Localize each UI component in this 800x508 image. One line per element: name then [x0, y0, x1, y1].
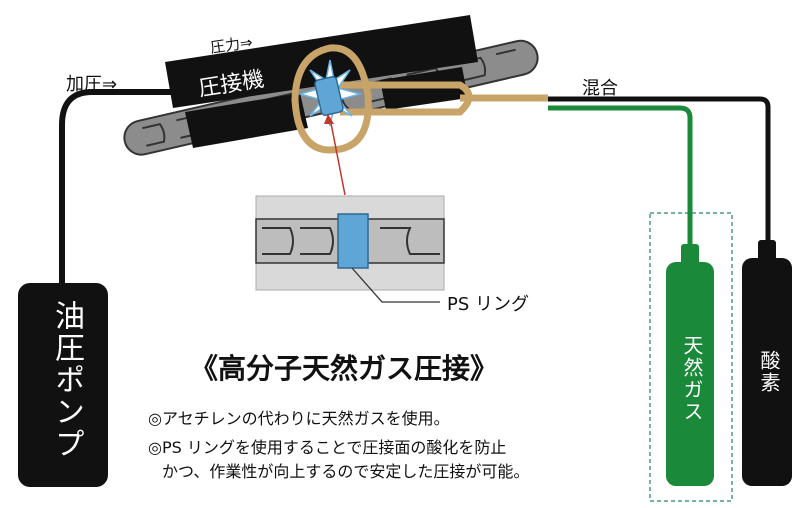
flame-burst — [297, 59, 363, 127]
ps-ring-label: PS リング — [447, 294, 530, 315]
detail-pointer — [329, 117, 346, 196]
note-2: ◎PS リングを使用することで圧接面の酸化を防止 — [148, 438, 507, 457]
natural-gas-cylinder — [666, 262, 714, 486]
gas-hose — [548, 105, 693, 250]
hydraulic-pump-body — [18, 283, 108, 487]
hydraulic-pump-label: 油圧ポンプ — [49, 300, 84, 460]
oxygen-label: 酸素 — [757, 350, 781, 394]
mix-label: 混合 — [582, 78, 618, 99]
pump-hose — [59, 89, 185, 285]
oxygen-cylinder — [742, 258, 792, 486]
oxygen-hose — [548, 96, 771, 245]
pressurize-label: 加圧⇒ — [66, 74, 118, 95]
natural-gas-dashed-box — [649, 212, 733, 502]
note-3: かつ、作業性が向上するので安定した圧接が可能。 — [162, 462, 530, 481]
diagram-title: 《高分子天然ガス圧接》 — [190, 352, 499, 385]
ps-ring-leader — [351, 267, 440, 303]
torch-ring — [291, 44, 372, 154]
natural-gas-label: 天然ガス — [680, 335, 704, 423]
detail-inset — [255, 195, 445, 291]
note-1: ◎アセチレンの代わりに天然ガスを使用。 — [148, 409, 450, 428]
torch-arm — [335, 81, 548, 116]
